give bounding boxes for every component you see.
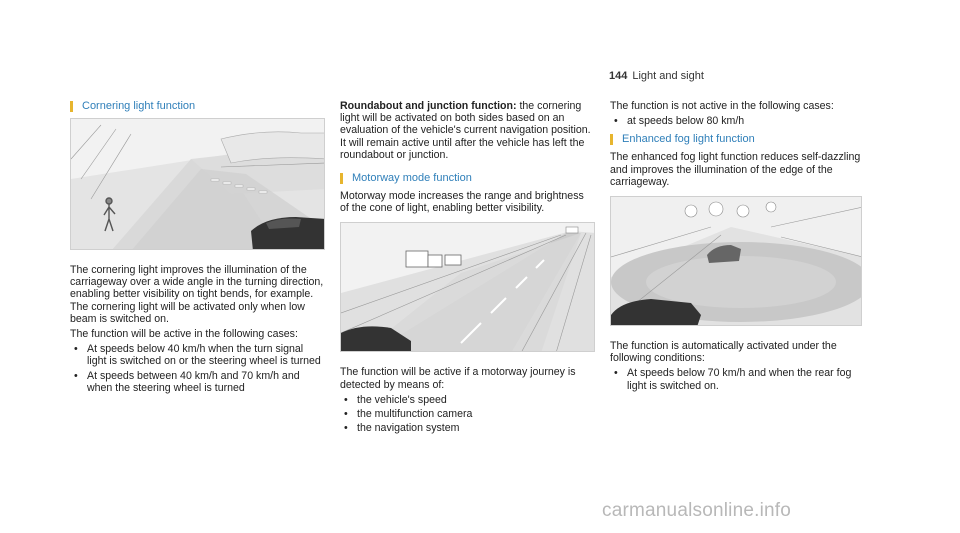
watermark: carmanualsonline.info	[602, 500, 792, 521]
heading-motorway-mode: Motorway mode function	[340, 172, 595, 185]
cornering-light-conditions-intro: The function will be active in the follo…	[70, 328, 298, 341]
heading-cornering-light: Cornering light function	[70, 100, 325, 113]
heading-enhanced-fog-light: Enhanced fog light function	[610, 133, 870, 146]
section-title: Light and sight	[632, 70, 704, 82]
page-number: 144	[609, 70, 628, 82]
list-item: at speeds below 80 km/h	[610, 115, 870, 127]
fog-light-conditions-intro: The function is automatically activated …	[610, 340, 837, 365]
list-item: the multifunction camera	[340, 408, 595, 420]
list-item: At speeds below 70 km/h and when the rea…	[610, 367, 870, 391]
list-item: the vehicle's speed	[340, 394, 595, 406]
motorway-mode-detection-list: the vehicle's speed the multifunction ca…	[340, 394, 595, 435]
figure-cornering-light	[70, 118, 325, 250]
cornering-light-conditions-list: At speeds below 40 km/h when the turn si…	[70, 343, 325, 394]
roundabout-junction-text: the cornering light will be activated on…	[340, 100, 591, 161]
roundabout-junction-lead: Roundabout and junction function:	[340, 100, 517, 112]
fog-light-conditions-list: At speeds below 70 km/h and when the rea…	[610, 367, 870, 391]
motorway-mode-description: Motorway mode increases the range and br…	[340, 190, 584, 215]
motorway-mode-conditions-intro: The function will be active if a motorwa…	[340, 366, 576, 391]
motorway-not-active-list: at speeds below 80 km/h	[610, 115, 870, 127]
list-item: At speeds below 40 km/h when the turn si…	[70, 343, 325, 367]
cornering-light-description: The cornering light improves the illumin…	[70, 264, 324, 325]
page-header: 144 Light and sight	[609, 70, 704, 82]
roundabout-junction-paragraph: Roundabout and junction function: the co…	[340, 100, 595, 161]
list-item: At speeds between 40 km/h and 70 km/h an…	[70, 370, 325, 394]
fog-light-illustration	[611, 197, 861, 326]
motorway-mode-illustration	[341, 223, 594, 352]
column-motorway-mode: Roundabout and junction function: the co…	[340, 100, 595, 437]
list-item: the navigation system	[340, 422, 595, 434]
motorway-not-active-intro: The function is not active in the follow…	[610, 100, 834, 112]
figure-motorway-mode	[340, 222, 595, 353]
figure-enhanced-fog-light	[610, 196, 862, 327]
column-cornering-light: Cornering light function	[70, 100, 325, 397]
column-fog-light: The function is not active in the follow…	[610, 100, 870, 395]
cornering-light-illustration	[71, 119, 324, 249]
fog-light-description: The enhanced fog light function reduces …	[610, 151, 861, 188]
